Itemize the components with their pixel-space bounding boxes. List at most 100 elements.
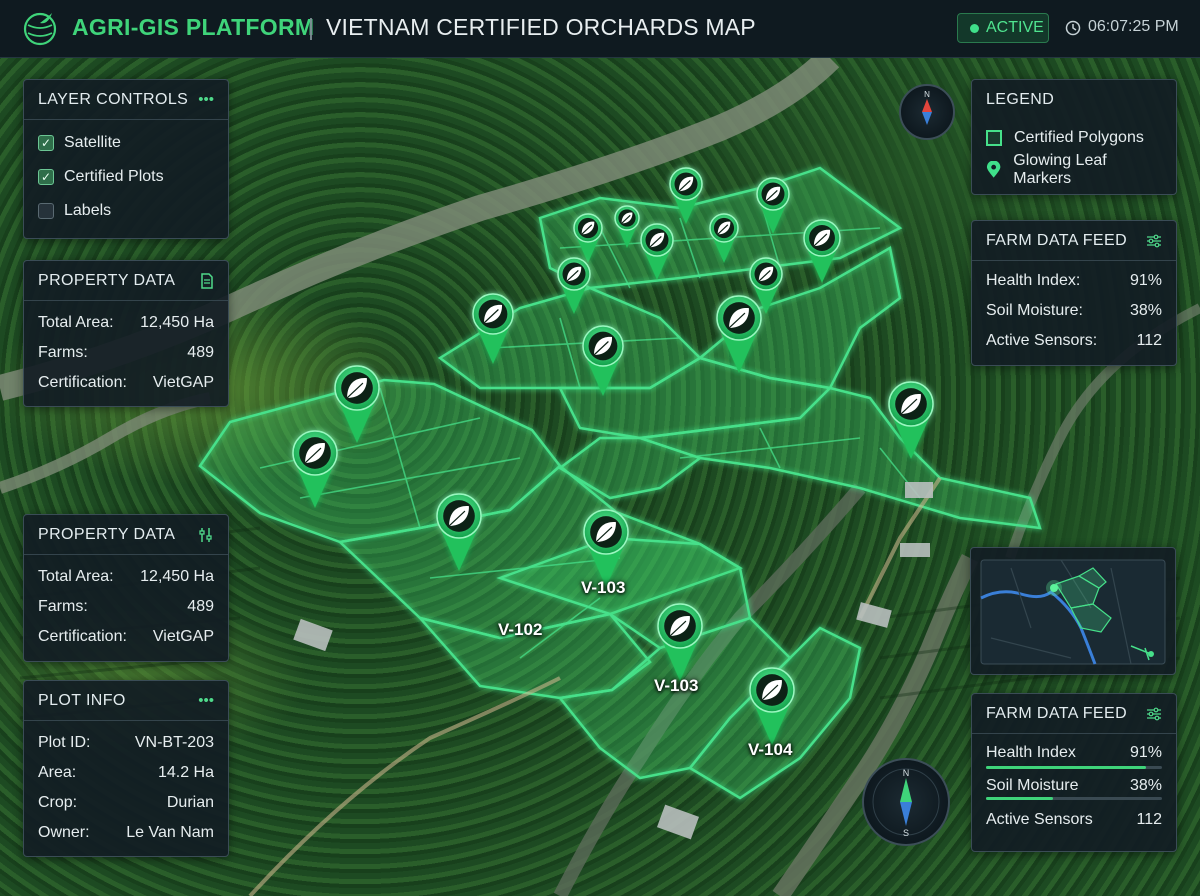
leaf-marker-icon[interactable]: [557, 257, 591, 314]
more-menu-icon[interactable]: •••: [198, 692, 214, 709]
leaf-markers-layer: [292, 167, 934, 745]
row-label: Farms:: [38, 598, 88, 615]
clock-icon: [1065, 20, 1081, 36]
leaf-marker-icon[interactable]: [716, 295, 762, 373]
property-row: Total Area:12,450 Ha: [24, 308, 228, 338]
compass-needle-icon: N: [922, 90, 932, 125]
layer-certified-plots-toggle[interactable]: ✓ Certified Plots: [24, 160, 228, 194]
row-label: Farms:: [38, 344, 88, 361]
row-value: 14.2 Ha: [157, 764, 214, 781]
health-index-bar-fill: [986, 766, 1147, 769]
property-data-panel: PROPERTY DATA Total Area:12,450 Ha Farms…: [23, 260, 229, 407]
leaf-marker-icon[interactable]: [888, 381, 934, 459]
leaf-marker-icon[interactable]: [756, 177, 790, 234]
leaf-marker-icon[interactable]: [669, 167, 703, 224]
plot-label[interactable]: V-104: [748, 740, 793, 759]
plot-info-row: Area: 14.2 Ha: [24, 758, 228, 788]
property-row: Certification:VietGAP: [24, 622, 228, 652]
panel-title: LAYER CONTROLS: [38, 90, 189, 108]
row-value: 91%: [1129, 744, 1162, 761]
leaf-marker-icon[interactable]: [640, 223, 674, 280]
farm-feed-header: FARM DATA FEED: [972, 694, 1176, 734]
globe-leaf-icon[interactable]: [22, 11, 58, 47]
clock-time: 06:07:25 PM: [1088, 18, 1179, 35]
layer-labels-toggle[interactable]: Labels: [24, 194, 228, 228]
row-value: 489: [187, 598, 214, 615]
page-title: VIETNAM CERTIFIED ORCHARDS MAP: [326, 14, 756, 40]
map-pin-icon: [986, 161, 1001, 178]
leaf-marker-icon[interactable]: [436, 493, 482, 571]
property-row: Total Area:12,450 Ha: [24, 562, 228, 592]
leaf-marker-icon[interactable]: [583, 509, 629, 587]
farm-data-feed-panel: FARM DATA FEED Health Index:91% Soil Moi…: [971, 220, 1177, 366]
legend-label: Certified Polygons: [1014, 129, 1144, 146]
leaf-marker-icon[interactable]: [614, 205, 640, 248]
minimap[interactable]: [971, 548, 1175, 674]
row-value: 12,450 Ha: [140, 568, 214, 585]
legend-header: LEGEND: [972, 80, 1176, 120]
row-value: VN-BT-203: [134, 734, 214, 751]
row-label: Area:: [38, 764, 77, 781]
row-value: Durian: [166, 794, 214, 811]
certified-polygon: [557, 436, 703, 500]
more-menu-icon[interactable]: •••: [198, 91, 214, 108]
checkbox-checked-icon[interactable]: ✓: [38, 169, 54, 185]
checkbox-checked-icon[interactable]: ✓: [38, 135, 54, 151]
leaf-marker-icon[interactable]: [472, 293, 514, 364]
compass-rose[interactable]: N S: [862, 758, 950, 846]
building: [905, 482, 933, 498]
certified-polygon: [639, 386, 1042, 530]
filter-sliders-icon[interactable]: [198, 527, 214, 543]
minimap-panel[interactable]: [970, 547, 1176, 675]
panel-title: PROPERTY DATA: [38, 525, 176, 543]
status-dot: [970, 23, 979, 33]
checkbox-unchecked-icon[interactable]: [38, 203, 54, 219]
compass-north-label: N: [924, 90, 930, 99]
row-label: Total Area:: [38, 314, 114, 331]
plot-label[interactable]: V-102: [498, 620, 543, 639]
leaf-marker-icon[interactable]: [334, 365, 380, 443]
building: [900, 543, 930, 557]
row-value: 112: [1136, 332, 1162, 349]
building: [656, 804, 700, 840]
feed-row: Soil Moisture:38%: [972, 296, 1176, 326]
plot-label[interactable]: V-103: [654, 676, 699, 695]
leaf-marker-icon[interactable]: [709, 213, 739, 263]
leaf-marker-icon[interactable]: [749, 257, 783, 314]
row-label: Owner:: [38, 824, 90, 841]
plot-info-row: Owner:Le Van Nam: [24, 818, 228, 848]
document-icon[interactable]: [200, 272, 214, 289]
leaf-marker-icon[interactable]: [657, 603, 703, 681]
row-label: Health Index:: [986, 272, 1081, 289]
plot-info-header: PLOT INFO •••: [24, 681, 228, 721]
layer-satellite-toggle[interactable]: ✓ Satellite: [24, 126, 228, 160]
row-label: Certification:: [38, 374, 127, 391]
panel-title: FARM DATA FEED: [986, 704, 1128, 722]
app-name: AGRI-GIS PLATFORM: [72, 14, 315, 40]
legend-item: Glowing Leaf Markers: [972, 152, 1176, 187]
layer-label: Certified Plots: [64, 168, 164, 185]
panel-title: LEGEND: [986, 91, 1055, 108]
row-value: 112: [1136, 811, 1162, 828]
leaf-marker-icon[interactable]: [292, 430, 338, 508]
leaf-marker-icon[interactable]: [803, 219, 841, 283]
soil-moisture-bar: [986, 797, 1162, 800]
road: [248, 676, 561, 896]
plot-label[interactable]: V-103: [581, 578, 626, 597]
building: [293, 618, 333, 652]
panel-title: PLOT INFO: [38, 691, 126, 709]
sliders-icon[interactable]: [1146, 234, 1162, 248]
feed-row: Health Index:91%: [972, 266, 1176, 296]
row-label: Health Index: [986, 744, 1076, 761]
row-label: Plot ID:: [38, 734, 91, 751]
panel-title: PROPERTY DATA: [38, 271, 176, 289]
leaf-marker-icon[interactable]: [749, 667, 795, 745]
compass-south-label: S: [903, 828, 909, 838]
sliders-icon[interactable]: [1146, 707, 1162, 721]
soil-moisture-bar-fill: [986, 797, 1053, 800]
compass-rose[interactable]: N: [899, 84, 955, 140]
leaf-marker-icon[interactable]: [582, 325, 624, 396]
leaf-marker-icon[interactable]: [573, 213, 603, 263]
compass-needle-icon: N S: [872, 768, 940, 838]
